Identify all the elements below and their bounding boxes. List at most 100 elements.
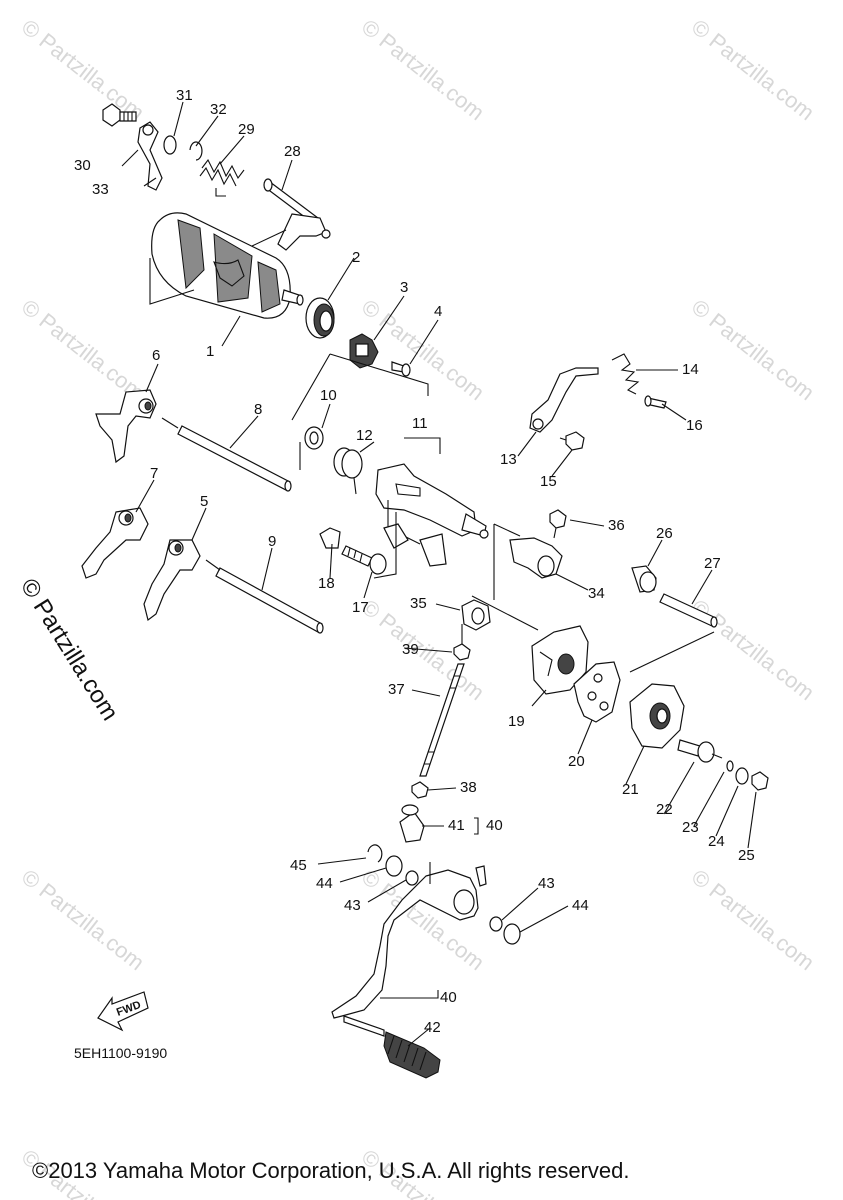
- part-30-bolt: [102, 103, 137, 127]
- callout-39: 39: [402, 641, 419, 658]
- part-11-shift-shaft-assy: [375, 463, 489, 567]
- part-31-washer: [163, 135, 177, 155]
- part-43-washer: [405, 870, 419, 886]
- callout-40: 40: [440, 989, 457, 1006]
- part-34-lever: [509, 537, 563, 579]
- part-21-stopper-wheel: [629, 683, 685, 749]
- part-8-guide-bar: [161, 417, 292, 492]
- watermark: © Partzilla.com: [687, 294, 819, 405]
- callout-36: 36: [608, 517, 625, 534]
- callout-9: 9: [268, 533, 276, 550]
- part-5-shift-fork: [143, 539, 201, 622]
- part-22-bolt: [677, 739, 723, 763]
- part-40-shift-pedal: [331, 862, 487, 1019]
- parts-drawing: FWD: [81, 103, 769, 1079]
- callout-8: 8: [254, 401, 262, 418]
- part-15-bolt: [559, 431, 585, 451]
- part-3-segment: [349, 333, 379, 369]
- part-33-stopper-lever: [137, 121, 163, 191]
- callout-22: 22: [656, 801, 673, 818]
- part-12-collar: [333, 447, 363, 495]
- watermark: © Partzilla.com: [687, 864, 819, 975]
- callout-12: 12: [356, 427, 373, 444]
- callout-42: 42: [424, 1019, 441, 1036]
- part-43-washer: [489, 916, 503, 932]
- guide-line: [149, 258, 195, 305]
- part-9-guide-bar: [205, 559, 324, 634]
- callout-44: 44: [572, 897, 589, 914]
- part-14-spring: [611, 353, 640, 395]
- callout-35: 35: [410, 595, 427, 612]
- part-10-washer-hole: [309, 431, 319, 445]
- callout-23: 23: [682, 819, 699, 836]
- callout-1: 1: [206, 343, 214, 360]
- part-18-clip: [319, 527, 341, 549]
- callout-17: 17: [352, 599, 369, 616]
- part-38-nut: [411, 781, 429, 799]
- watermark: © Partzilla.com: [357, 14, 489, 125]
- watermark: © Partzilla.com: [17, 14, 149, 125]
- callout-20: 20: [568, 753, 585, 770]
- part-45-circlip: [367, 844, 383, 863]
- watermark: © Partzilla.com: [687, 14, 819, 125]
- callout-21: 21: [622, 781, 639, 798]
- callout-29: 29: [238, 121, 255, 138]
- part-41-joint: [399, 804, 425, 843]
- callout-28: 28: [284, 143, 301, 160]
- callout-18: 18: [318, 575, 335, 592]
- callout-31: 31: [176, 87, 193, 104]
- callout-38: 38: [460, 779, 477, 796]
- part-26-collar: [631, 565, 657, 593]
- callout-43: 43: [538, 875, 555, 892]
- callout-37: 37: [388, 681, 405, 698]
- part-7-shift-fork: [81, 507, 149, 579]
- guide-line: [299, 437, 441, 579]
- callout-43: 43: [344, 897, 361, 914]
- callout-34: 34: [588, 585, 605, 602]
- part-2-bearing: [305, 297, 335, 339]
- part-6-shift-fork: [95, 389, 157, 464]
- part-13-arm: [529, 367, 599, 433]
- callout-2: 2: [352, 249, 360, 266]
- watermark: © Partzilla.com: [17, 864, 149, 975]
- part-32-circlip: [189, 141, 203, 161]
- callout-13: 13: [500, 451, 517, 468]
- part-27-pin: [659, 593, 718, 628]
- callout-30: 30: [74, 157, 91, 174]
- callout-45: 45: [290, 857, 307, 874]
- callout-10: 10: [320, 387, 337, 404]
- part-37-rod: [419, 663, 465, 777]
- callout-41: 41: [448, 817, 465, 834]
- guide-line: [471, 523, 539, 631]
- part-35-joint: [461, 599, 491, 644]
- copyright-notice: ©2013 Yamaha Motor Corporation, U.S.A. A…: [32, 1158, 629, 1183]
- callout-24: 24: [708, 833, 725, 850]
- callout-27: 27: [704, 555, 721, 572]
- callouts: 1 2 3 4 5 6 7 8 9 10 11 12 13 14 15 16 1…: [74, 87, 755, 1036]
- callout-44: 44: [316, 875, 333, 892]
- part-19-shift-cam: [531, 625, 589, 695]
- part-24-washer: [735, 767, 749, 785]
- watermark: © Partzilla.com: [687, 594, 819, 705]
- callout-4: 4: [434, 303, 442, 320]
- part-23-washer: [726, 760, 734, 772]
- watermark: © Partzilla.com: [17, 294, 149, 405]
- callout-3: 3: [400, 279, 408, 296]
- callout-26: 26: [656, 525, 673, 542]
- part-36-bolt: [549, 509, 567, 539]
- part-4-screw: [391, 361, 411, 377]
- callout-5: 5: [200, 493, 208, 510]
- guide-line: [629, 631, 715, 673]
- callout-11: 11: [412, 415, 428, 432]
- part-1-shift-drum: [151, 212, 304, 319]
- leader-lines: [121, 101, 757, 1047]
- part-16-pin: [644, 395, 667, 409]
- part-44-washer: [503, 923, 521, 945]
- part-28-shift-shaft: [263, 178, 331, 251]
- callout-16: 16: [686, 417, 703, 434]
- callout-14: 14: [682, 361, 699, 378]
- side-watermark: © Partzilla.com: [15, 574, 124, 725]
- part-42-pedal-rubber: [343, 1015, 441, 1079]
- part-44-washer: [385, 855, 403, 877]
